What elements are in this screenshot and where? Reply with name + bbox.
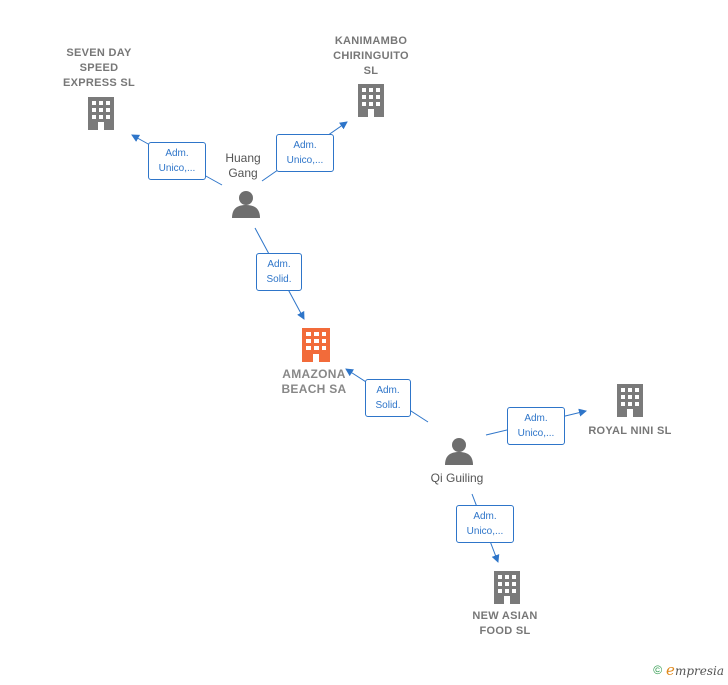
- edge-label-huang-kanimambo[interactable]: Adm. Unico,...: [276, 134, 334, 172]
- edge-label-line2: Unico,...: [158, 163, 196, 174]
- building-icon: [494, 571, 520, 604]
- edge-label-line1: Adm.: [165, 148, 189, 159]
- building-icon: [358, 84, 384, 117]
- edge-label-line1: Adm.: [267, 259, 291, 270]
- person-icon: [445, 438, 473, 465]
- edge-label-huang-seven[interactable]: Adm. Unico,...: [148, 142, 206, 180]
- brand-initial: e: [666, 661, 675, 679]
- company-label-seven-day[interactable]: SEVEN DAY SPEED EXPRESS SL: [62, 47, 136, 89]
- company-label-new-asian[interactable]: NEW ASIAN FOOD SL: [472, 610, 538, 637]
- company-label-kanimambo[interactable]: KANIMAMBO CHIRINGUITO SL: [333, 35, 409, 77]
- copyright-icon: ©: [653, 663, 663, 677]
- edge-label-line2: Solid.: [375, 400, 401, 411]
- company-label-amazona[interactable]: AMAZONA BEACH SA: [281, 367, 347, 396]
- brand-name: mpresia: [674, 664, 724, 678]
- edge-label-qi-amazona[interactable]: Adm. Solid.: [365, 379, 411, 417]
- main-building-icon: [302, 328, 330, 362]
- person-label-huang-gang[interactable]: Huang Gang: [225, 151, 261, 180]
- edge-label-huang-amazona[interactable]: Adm. Solid.: [256, 253, 302, 291]
- building-icon: [617, 384, 643, 417]
- person-icon: [232, 191, 260, 218]
- edge-label-line2: Unico,...: [466, 526, 504, 537]
- person-label-qi-guiling[interactable]: Qi Guiling: [430, 471, 484, 485]
- edge-label-line1: Adm.: [473, 511, 497, 522]
- empresia-watermark: © empresia: [653, 661, 724, 679]
- building-icon: [88, 97, 114, 130]
- edge-label-qi-royal[interactable]: Adm. Unico,...: [507, 407, 565, 445]
- edge-label-qi-newasian[interactable]: Adm. Unico,...: [456, 505, 514, 543]
- edge-label-line1: Adm.: [293, 140, 317, 151]
- edge-label-line2: Unico,...: [517, 428, 555, 439]
- edge-label-line2: Solid.: [266, 274, 292, 285]
- edge-label-line2: Unico,...: [286, 155, 324, 166]
- edge-label-line1: Adm.: [376, 385, 400, 396]
- edge-label-line1: Adm.: [524, 413, 548, 424]
- company-label-royal-nini[interactable]: ROYAL NINI SL: [588, 425, 672, 437]
